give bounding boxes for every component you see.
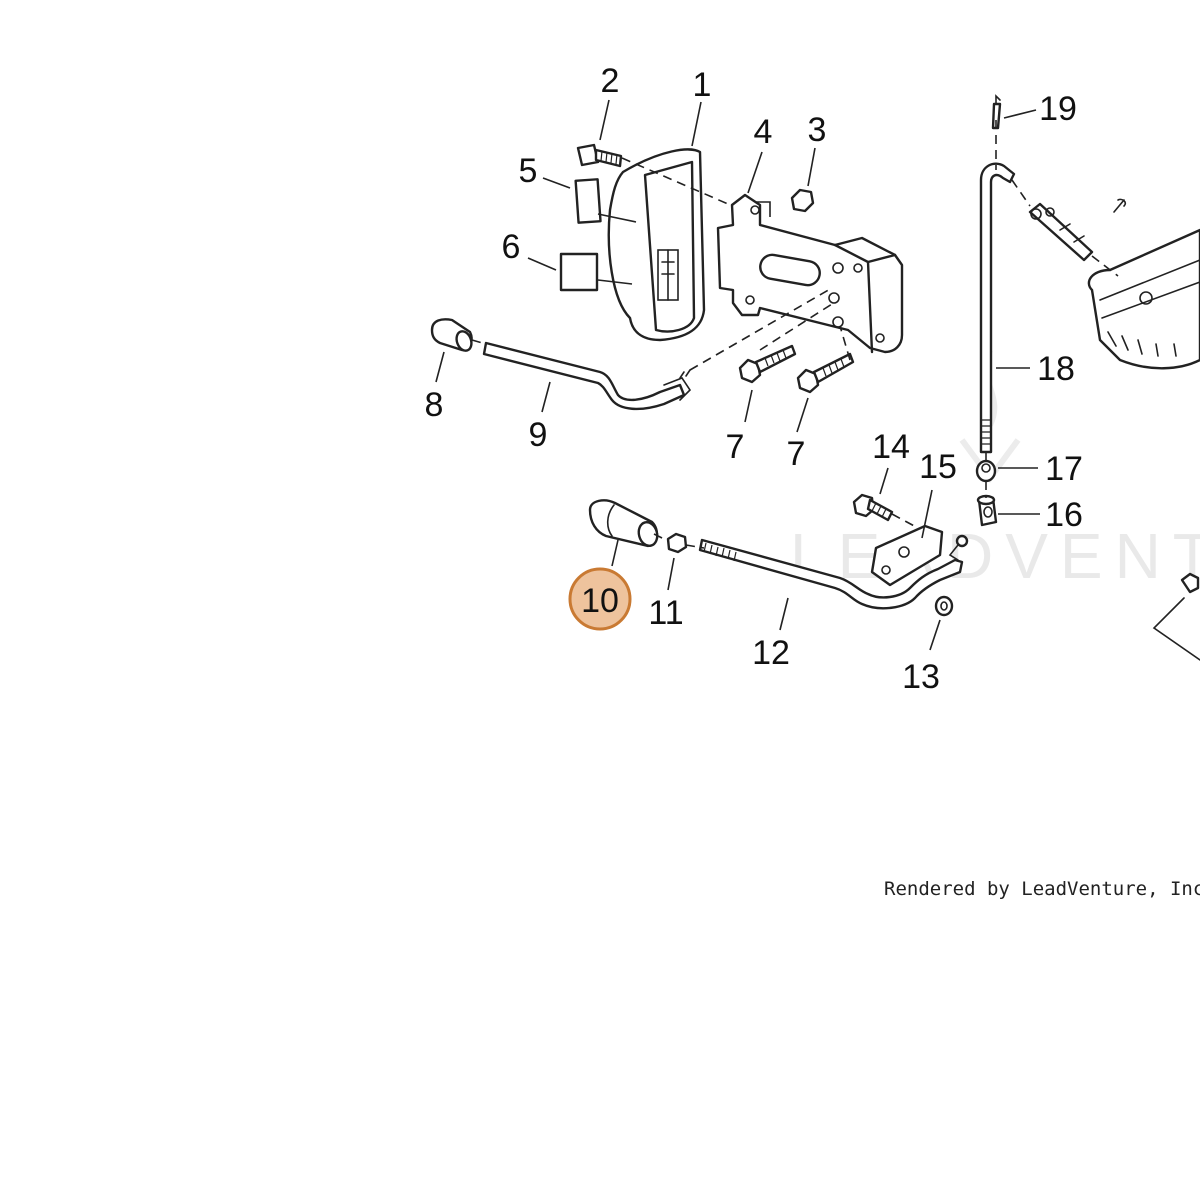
callout-2[interactable]: 2 — [601, 62, 620, 100]
part-5-label[interactable] — [574, 178, 602, 224]
part-11-nut[interactable] — [666, 532, 688, 554]
callout-3[interactable]: 3 — [808, 111, 827, 149]
part-16-fitting[interactable] — [976, 494, 998, 527]
part-2-screw[interactable] — [576, 143, 623, 168]
callout-15[interactable]: 15 — [919, 448, 957, 486]
callout-19[interactable]: 19 — [1039, 90, 1077, 128]
leader-lines — [435, 99, 1040, 651]
part-13-washer[interactable] — [934, 595, 954, 617]
callout-16[interactable]: 16 — [1045, 496, 1083, 534]
callout-17[interactable]: 17 — [1045, 450, 1083, 488]
part-12-lever-rod[interactable] — [698, 534, 969, 610]
render-credit: Rendered by LeadVenture, Inc. — [884, 878, 1200, 900]
callout-10[interactable]: 10 — [581, 582, 619, 620]
part-3-nut[interactable] — [790, 188, 815, 213]
callout-4[interactable]: 4 — [754, 113, 773, 151]
edge-bolt — [1152, 572, 1200, 661]
part-7-screw-b[interactable] — [796, 352, 855, 394]
selected-callout-highlight — [568, 567, 632, 631]
callout-9[interactable]: 9 — [529, 416, 548, 454]
callout-14[interactable]: 14 — [872, 428, 910, 466]
part-1-handle-housing[interactable] — [607, 148, 706, 342]
callout-1[interactable]: 1 — [693, 66, 712, 104]
callout-18[interactable]: 18 — [1037, 350, 1075, 388]
part-9-rod[interactable] — [482, 341, 692, 411]
part-6-decal[interactable] — [559, 252, 599, 292]
part-17-bushing[interactable] — [975, 459, 997, 483]
callout-7-right[interactable]: 7 — [787, 435, 806, 473]
callout-11[interactable]: 11 — [648, 594, 683, 632]
part-19-clip[interactable] — [991, 94, 1002, 130]
watermark: LEADVENTURE — [790, 520, 1200, 592]
housing-cover — [1087, 228, 1200, 370]
callout-12[interactable]: 12 — [752, 634, 790, 672]
part-8-knob[interactable] — [430, 318, 474, 352]
part-4-bracket[interactable] — [716, 193, 904, 354]
part-10-knob[interactable] — [588, 499, 660, 548]
part-7-screw-a[interactable] — [738, 344, 797, 384]
callout-numbers: 1 2 3 4 5 6 7 7 8 9 10 11 12 13 14 15 16… — [425, 62, 1083, 696]
part-15-plate[interactable] — [870, 524, 944, 587]
callout-5[interactable]: 5 — [519, 152, 538, 190]
callout-7-left[interactable]: 7 — [726, 428, 745, 466]
callout-6[interactable]: 6 — [502, 228, 521, 266]
callout-8[interactable]: 8 — [425, 386, 444, 424]
linkage-assembly — [1028, 198, 1127, 262]
part-18-rod[interactable] — [979, 162, 1016, 454]
callout-13[interactable]: 13 — [902, 658, 940, 696]
part-14-bolt[interactable] — [852, 493, 894, 522]
assembly-lines — [471, 120, 1119, 549]
